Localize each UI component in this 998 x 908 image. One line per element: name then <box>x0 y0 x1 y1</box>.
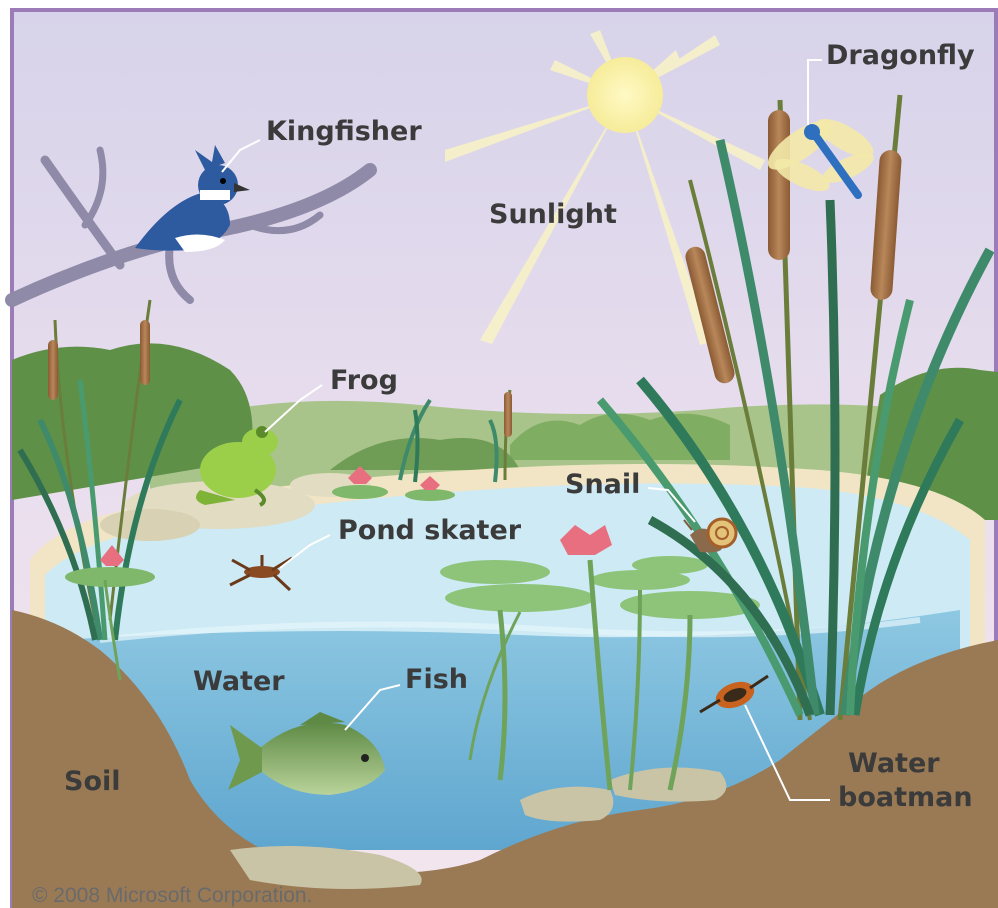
label-pond-skater: Pond skater <box>338 515 522 546</box>
label-soil: Soil <box>64 766 121 797</box>
label-water-boatman-line1: Water <box>848 748 940 779</box>
label-water-boatman-line2: boatman <box>838 782 973 813</box>
label-sunlight: Sunlight <box>489 199 617 230</box>
label-dragonfly: Dragonfly <box>826 40 975 71</box>
label-water: Water <box>193 666 285 697</box>
copyright-notice: © 2008 Microsoft Corporation. <box>32 884 312 907</box>
label-frog: Frog <box>330 365 398 396</box>
label-fish: Fish <box>405 664 468 695</box>
label-snail: Snail <box>565 469 640 500</box>
label-kingfisher: Kingfisher <box>266 116 422 147</box>
